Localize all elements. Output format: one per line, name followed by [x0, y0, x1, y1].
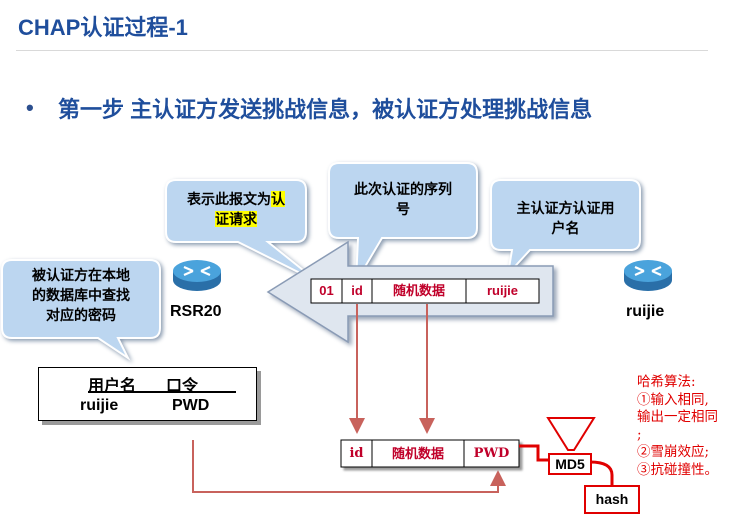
hash-input-packet [340, 439, 520, 468]
packet-id: id [351, 283, 363, 298]
hash-output: hash [584, 485, 640, 514]
table-cell-pwd: PWD [172, 397, 210, 414]
router-label-rsr20: RSR20 [170, 303, 222, 320]
router-label-ruijie: ruijie [626, 303, 665, 320]
callout-sequence-bubble [328, 162, 478, 283]
callout-request: 表示此报文为认 证请求 [187, 191, 285, 227]
callout-sequence: 此次认证的序列号 [354, 181, 452, 217]
hash-input-pwd: PWD [473, 446, 510, 461]
table-header-rule [88, 391, 236, 393]
user-table [38, 367, 257, 421]
callout-username-bubble [490, 179, 641, 278]
hash-note-line: 哈希算法: [637, 374, 696, 390]
hash-note-line: ①输入相同, [637, 391, 709, 408]
callout-lookup-bubble [1, 259, 161, 361]
table-header-password: 口令 [166, 378, 199, 395]
pwd-flow-arrow [192, 440, 506, 493]
hash-notes: 哈希算法: ①输入相同, 输出一定相同 ; ②雪崩效应; ③抗碰撞性。 [637, 374, 743, 479]
router-icon [173, 260, 221, 291]
packet-random: 随机数据 [392, 283, 445, 298]
packet-code: 01 [319, 283, 334, 298]
hash-note-line: ②雪崩效应; [637, 444, 710, 460]
callout-lookup: 被认证方在本地的数据库中查找对应的密码 [32, 267, 130, 323]
md5-funnel-icon [546, 417, 596, 451]
table-header-username: 用户名 [88, 378, 137, 395]
bullet-dot: • [26, 95, 34, 120]
md5-box: MD5 [548, 453, 592, 475]
title-divider [16, 50, 708, 51]
step-heading: 第一步 主认证方发送挑战信息，被认证方处理挑战信息 [58, 97, 593, 122]
hash-connector [589, 460, 614, 485]
callout-username: 主认证方认证用户名 [516, 200, 615, 236]
hash-note-line: ; [637, 426, 642, 443]
hash-note-line: ③抗碰撞性。 [637, 461, 718, 478]
slide-title: CHAP认证过程-1 [18, 15, 188, 40]
router-icon [624, 260, 672, 291]
hash-input-random: 随机数据 [391, 446, 444, 461]
packet-name: ruijie [486, 283, 519, 298]
hash-input-id: id [349, 446, 364, 461]
challenge-packet [310, 278, 540, 304]
md5-connector [519, 444, 548, 462]
hash-note-line: 输出一定相同 [637, 409, 718, 425]
table-cell-user: ruijie [80, 397, 119, 414]
